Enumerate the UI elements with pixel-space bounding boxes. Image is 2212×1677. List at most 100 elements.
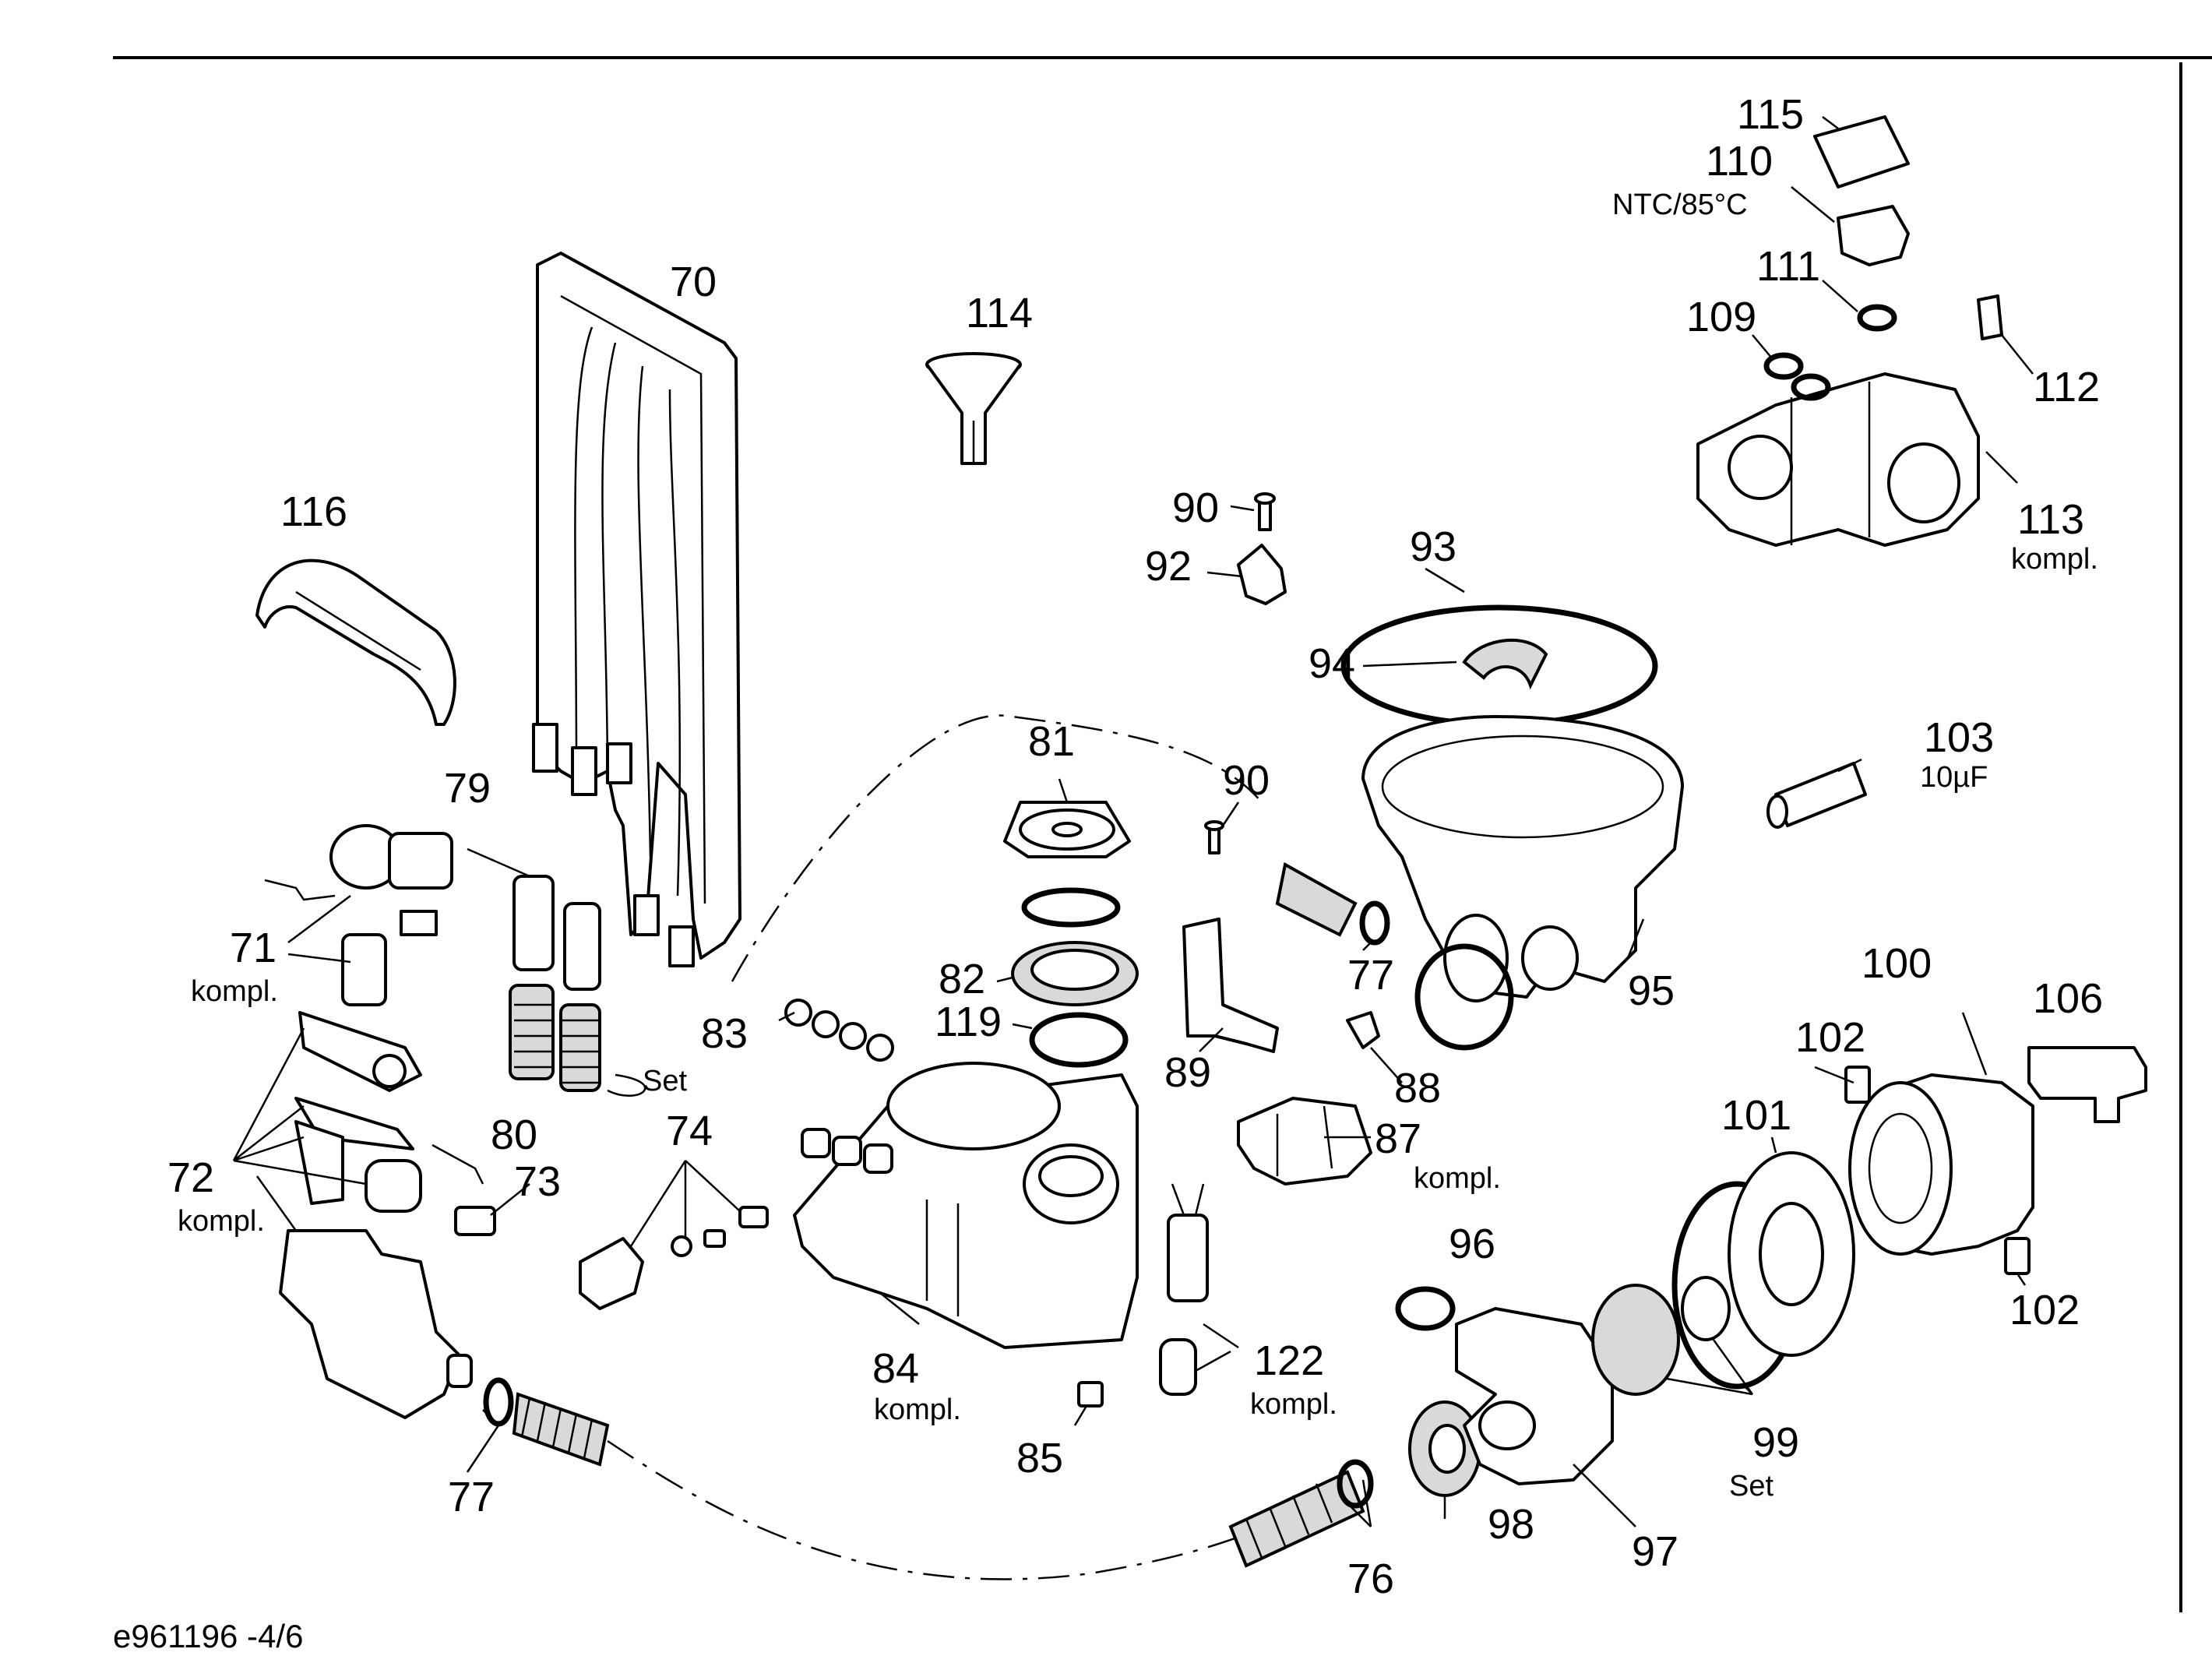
label-94: 94 <box>1309 640 1355 687</box>
label-99: 99 <box>1752 1419 1799 1466</box>
label-98: 98 <box>1488 1501 1534 1548</box>
heater-assembly-113 <box>1696 372 1980 547</box>
label-88: 88 <box>1394 1065 1441 1112</box>
label-113: 113 <box>2017 496 2084 543</box>
label-109: 109 <box>1686 294 1756 340</box>
label-92: 92 <box>1145 543 1192 590</box>
cap-115 <box>1813 115 1910 188</box>
label-82: 82 <box>939 956 985 1002</box>
label-74: 74 <box>666 1108 713 1154</box>
seal-111 <box>1857 304 1897 332</box>
motor-100 <box>1848 1073 2034 1256</box>
label-122: 122 <box>1254 1337 1324 1384</box>
hose-77-right <box>1275 861 1390 946</box>
clip-73 <box>454 1206 496 1236</box>
label-71-sub: kompl. <box>191 975 278 1008</box>
label-102-bottom: 102 <box>2009 1287 2080 1333</box>
label-100: 100 <box>1862 940 1932 987</box>
dispenser-parts-72 <box>279 1011 473 1419</box>
label-114: 114 <box>966 290 1033 336</box>
sensor-110 <box>1837 205 1910 266</box>
label-77-right: 77 <box>1347 952 1394 999</box>
seal-98 <box>1408 1400 1481 1497</box>
label-99-sub: Set <box>1729 1470 1773 1503</box>
label-116: 116 <box>280 488 347 535</box>
label-73: 73 <box>514 1158 561 1205</box>
label-87-sub: kompl. <box>1414 1162 1501 1195</box>
label-79: 79 <box>444 765 491 812</box>
label-97: 97 <box>1632 1528 1678 1575</box>
label-76: 76 <box>1347 1555 1394 1602</box>
label-103-sub: 10µF <box>1920 761 1988 794</box>
springs-80 <box>509 984 601 1092</box>
label-106: 106 <box>2033 975 2103 1022</box>
part-labels: 115 110 NTC/85°C 111 109 112 113 kompl. … <box>167 91 2103 1602</box>
label-89: 89 <box>1164 1049 1211 1096</box>
clip-112 <box>1977 294 2003 340</box>
clamp-96 <box>1395 1286 1456 1331</box>
seal-81 <box>1021 887 1121 928</box>
label-113-sub: kompl. <box>2011 543 2098 576</box>
clip-85 <box>1077 1381 1104 1407</box>
clip-102-top <box>1844 1066 1871 1104</box>
seals-83 <box>784 999 894 1062</box>
clip-88 <box>1346 1011 1380 1049</box>
bracket-89 <box>1182 918 1279 1053</box>
label-80-sub: Set <box>643 1065 687 1097</box>
connector-106 <box>2027 1046 2147 1123</box>
capacitor-103 <box>1766 762 1867 829</box>
cover-116 <box>255 558 456 726</box>
label-119: 119 <box>935 999 1002 1045</box>
screw-90-top <box>1254 492 1276 531</box>
cover-101 <box>1728 1151 1855 1357</box>
pump-housing-97 <box>1455 1307 1614 1485</box>
seal-119 <box>1029 1012 1129 1068</box>
valve-74 <box>579 1206 769 1310</box>
spray-tube-assembly-70 <box>532 252 741 967</box>
label-122-sub: kompl. <box>1250 1388 1337 1421</box>
label-84: 84 <box>872 1345 919 1392</box>
cylinders-79 <box>512 875 601 991</box>
hose-77-left <box>483 1377 610 1467</box>
seal-109-a <box>1763 352 1804 380</box>
water-softener-84 <box>793 1062 1139 1349</box>
label-81: 81 <box>1028 718 1075 765</box>
label-110-sub: NTC/85°C <box>1612 188 1748 221</box>
bracket-92 <box>1237 544 1287 605</box>
label-85: 85 <box>1016 1435 1063 1481</box>
leader-lines <box>232 116 2034 1527</box>
label-90-mid: 90 <box>1223 757 1270 804</box>
document-id: e961196 -4/6 <box>113 1618 303 1654</box>
label-70: 70 <box>670 259 717 305</box>
label-112: 112 <box>2033 364 2100 410</box>
label-95: 95 <box>1628 967 1675 1014</box>
motor-assembly-71 <box>264 824 453 1006</box>
label-103: 103 <box>1924 714 1994 761</box>
label-84-sub: kompl. <box>874 1393 961 1426</box>
label-93: 93 <box>1410 523 1456 570</box>
hose-76 <box>1228 1459 1374 1568</box>
label-111: 111 <box>1756 243 1820 290</box>
label-90-top: 90 <box>1172 484 1219 531</box>
label-115: 115 <box>1737 91 1804 138</box>
impeller-set-99 <box>1591 1181 1802 1396</box>
seal-109-b <box>1791 373 1831 401</box>
label-72: 72 <box>167 1154 214 1201</box>
label-102-top: 102 <box>1795 1014 1865 1061</box>
label-80: 80 <box>491 1112 537 1158</box>
float-122 <box>1159 1183 1209 1396</box>
hose-route-lower <box>607 1439 1247 1580</box>
hose-route-upper <box>731 714 1263 982</box>
label-87: 87 <box>1375 1115 1421 1162</box>
label-101: 101 <box>1721 1092 1791 1139</box>
label-83: 83 <box>701 1010 748 1057</box>
screw-90-mid <box>1204 820 1224 854</box>
funnel-114 <box>925 352 1022 465</box>
label-110: 110 <box>1706 138 1773 185</box>
clip-102-bottom <box>2004 1237 2031 1275</box>
label-71: 71 <box>230 925 276 971</box>
label-77-left: 77 <box>448 1474 495 1520</box>
relay-87 <box>1237 1097 1372 1186</box>
sump-assembly <box>1340 604 1684 1051</box>
